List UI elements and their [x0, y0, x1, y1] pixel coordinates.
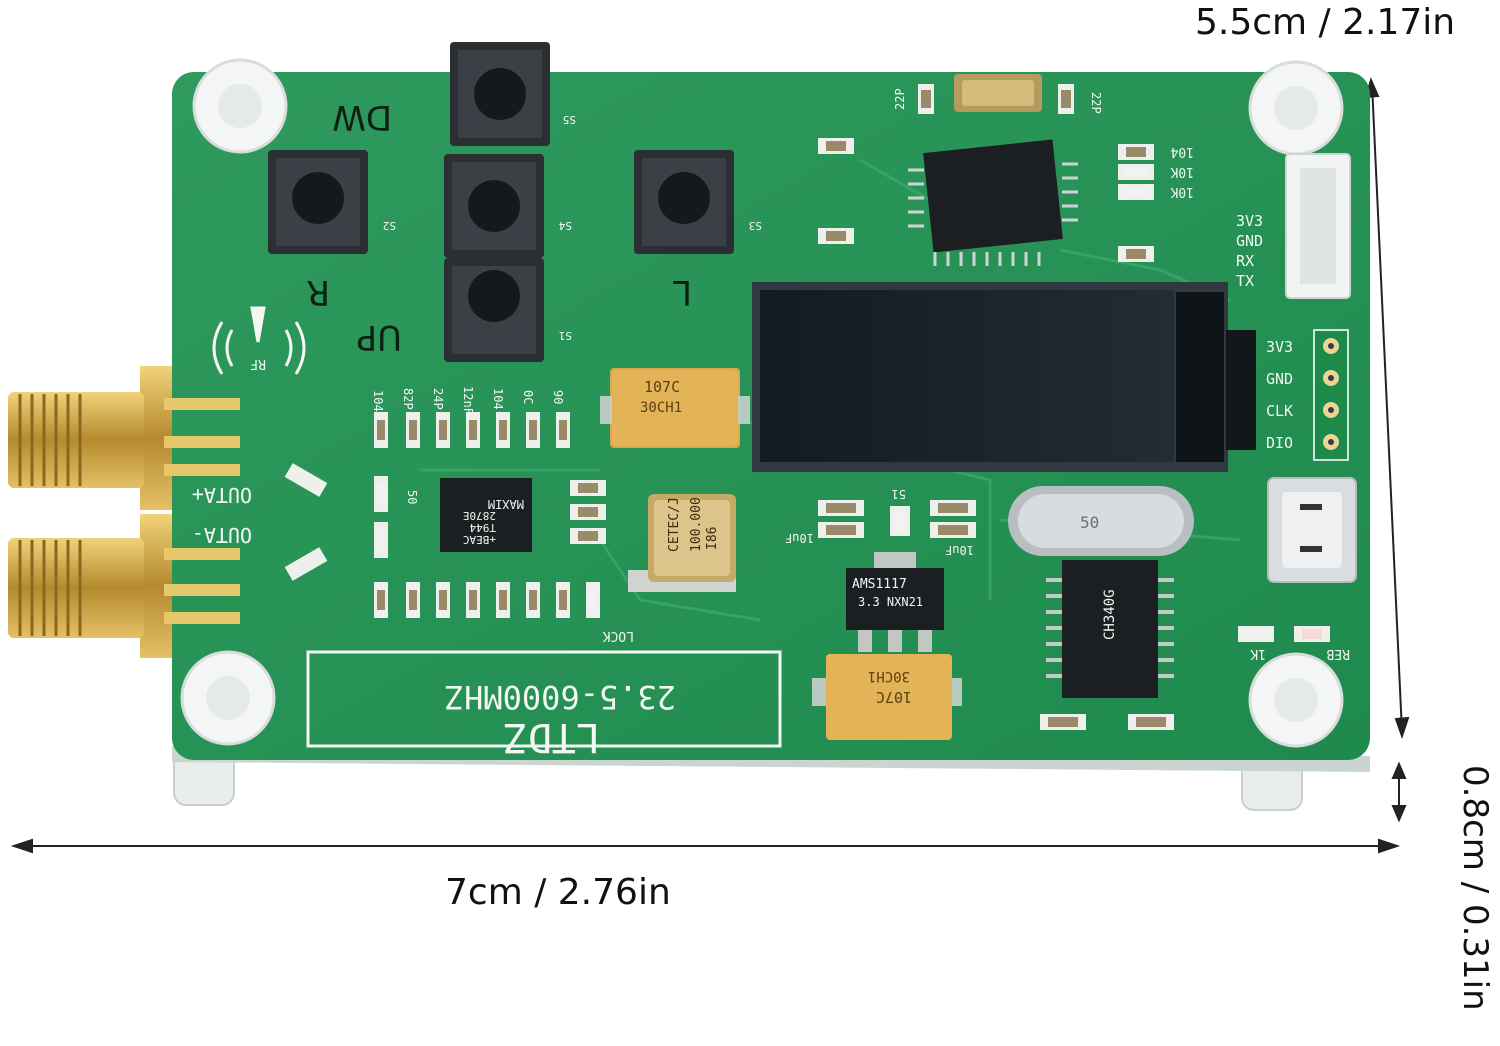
ch340g-chip: CH340G [1046, 560, 1174, 698]
button-label-up: UP [357, 317, 402, 357]
led-label-reb: REB [1326, 646, 1350, 661]
smd-passives-misc [284, 84, 1330, 730]
tact-button-center [444, 154, 544, 258]
passive-label-82p: 82P [401, 388, 415, 410]
smd-passives-top-left [374, 412, 570, 448]
micro-usb-port [1267, 477, 1357, 583]
tantalum-cap-2: 30CH1 107C [812, 654, 962, 740]
passive-label-90: 90 [551, 390, 565, 404]
pin-header-labels: 3V3 GND CLK DIO [1266, 338, 1293, 452]
tantalum-cap-1: 107C 30CH1 [600, 368, 750, 448]
tact-button-up [444, 258, 544, 362]
pin-header-right [1313, 329, 1349, 461]
uart-pin-tx: TX [1236, 272, 1254, 290]
passive-label-24p: 24P [431, 388, 445, 410]
board-model-label: LTDZ [504, 714, 600, 760]
passive-label-22p-a: 22P [893, 88, 907, 110]
led-label-lock: LOCK [603, 628, 634, 643]
pin-label-gnd: GND [1266, 370, 1293, 388]
pin-label-clk: CLK [1266, 402, 1293, 420]
passive-silkscreen-labels: 104 82P 24P 12nF 104 0C 90 104 10K 10K 2… [371, 88, 1194, 557]
uart-connector [1285, 153, 1351, 299]
switch-label-s2: S2 [383, 219, 396, 232]
passive-label-50-a: 50 [405, 490, 419, 504]
switch-label-s1: S1 [559, 329, 572, 342]
oled-display [752, 282, 1256, 472]
passive-label-104-a: 104 [371, 390, 385, 412]
led-label-1k: 1K [1250, 646, 1266, 661]
tantalum-cap-1-sub: 30CH1 [640, 400, 682, 416]
maxim-chip-text-3: T944 [469, 521, 496, 534]
tact-button-l [634, 150, 734, 254]
switch-label-s3: S3 [749, 219, 762, 232]
tantalum-cap-1-code: 107C [644, 378, 680, 396]
width-dimension-label-top: 5.5cm / 2.17in [1195, 2, 1456, 43]
passive-label-51: 51 [892, 487, 906, 501]
regulator-ams1117: AMS1117 3.3 NXN21 [846, 552, 944, 652]
sma-connector-outa-minus [8, 514, 240, 658]
crystal-brand: CETEC/J [667, 497, 682, 552]
tantalum-cap-2-code: 107C [876, 688, 912, 706]
passive-label-10uf-a: 10uF [785, 531, 814, 545]
passive-label-10k-b: 10K [1170, 184, 1194, 199]
maxim-chip: MAXIM 2870E T944 +BEAC [440, 478, 532, 552]
board-title-box [306, 650, 782, 748]
mcu-chip [908, 139, 1078, 266]
regulator-text-1: AMS1117 [852, 577, 907, 592]
pin-label-3v3: 3V3 [1266, 338, 1293, 356]
uart-pin-rx: RX [1236, 252, 1254, 270]
pin-label-dio: DIO [1266, 434, 1293, 452]
tact-button-r [268, 150, 368, 254]
crystal-oscillator-100mhz: CETEC/J 100.000 I86 [628, 494, 736, 592]
passive-label-22p-b: 22P [1089, 92, 1103, 114]
uart-pin-gnd: GND [1236, 232, 1263, 250]
tact-button-dw [450, 42, 550, 146]
button-label-l: L [673, 272, 692, 312]
crystal-code: I86 [705, 527, 720, 550]
smd-passives-bottom-left [374, 582, 600, 618]
crystal-hc49-label: 50 [1080, 513, 1099, 532]
rf-label: RF [250, 356, 266, 371]
output-label-minus: OUTA- [192, 523, 252, 547]
mounting-holes [180, 58, 1344, 748]
uart-pin-3v3: 3V3 [1236, 212, 1263, 230]
maxim-chip-text-1: MAXIM [488, 497, 524, 511]
uart-pin-labels: 3V3 GND RX TX [1236, 212, 1263, 290]
passive-label-12nf: 12nF [461, 386, 475, 415]
maxim-chip-text-4: +BEAC [463, 533, 496, 546]
passive-label-0c: 0C [521, 390, 535, 404]
rf-antenna-icon [212, 306, 306, 375]
output-label-plus: OUTA+ [192, 483, 252, 507]
passive-label-104-c: 104 [1170, 144, 1194, 159]
passive-label-10k-a: 10K [1170, 164, 1194, 179]
button-label-dw: DW [332, 97, 392, 137]
button-label-r: R [306, 272, 330, 312]
switch-label-s4: S4 [558, 219, 572, 232]
crystal-top [954, 74, 1042, 112]
passive-label-104-b: 104 [491, 388, 505, 410]
regulator-text-2: 3.3 NXN21 [858, 595, 923, 609]
maxim-chip-text-2: 2870E [463, 509, 496, 522]
switch-label-s5: S5 [563, 113, 576, 126]
tantalum-cap-2-sub: 30CH1 [868, 668, 910, 684]
crystal-hc49: 50 [1008, 486, 1194, 556]
width-dimension-label-bottom: 7cm / 2.76in [445, 872, 671, 913]
ch340g-text: CH340G [1102, 589, 1118, 640]
board-frequency-range-label: 23.5-6000MHZ [445, 678, 676, 716]
crystal-frequency: 100.000 [689, 497, 704, 552]
sma-connector-outa-plus [8, 366, 240, 510]
passive-label-10uf-b: 10uF [945, 543, 974, 557]
